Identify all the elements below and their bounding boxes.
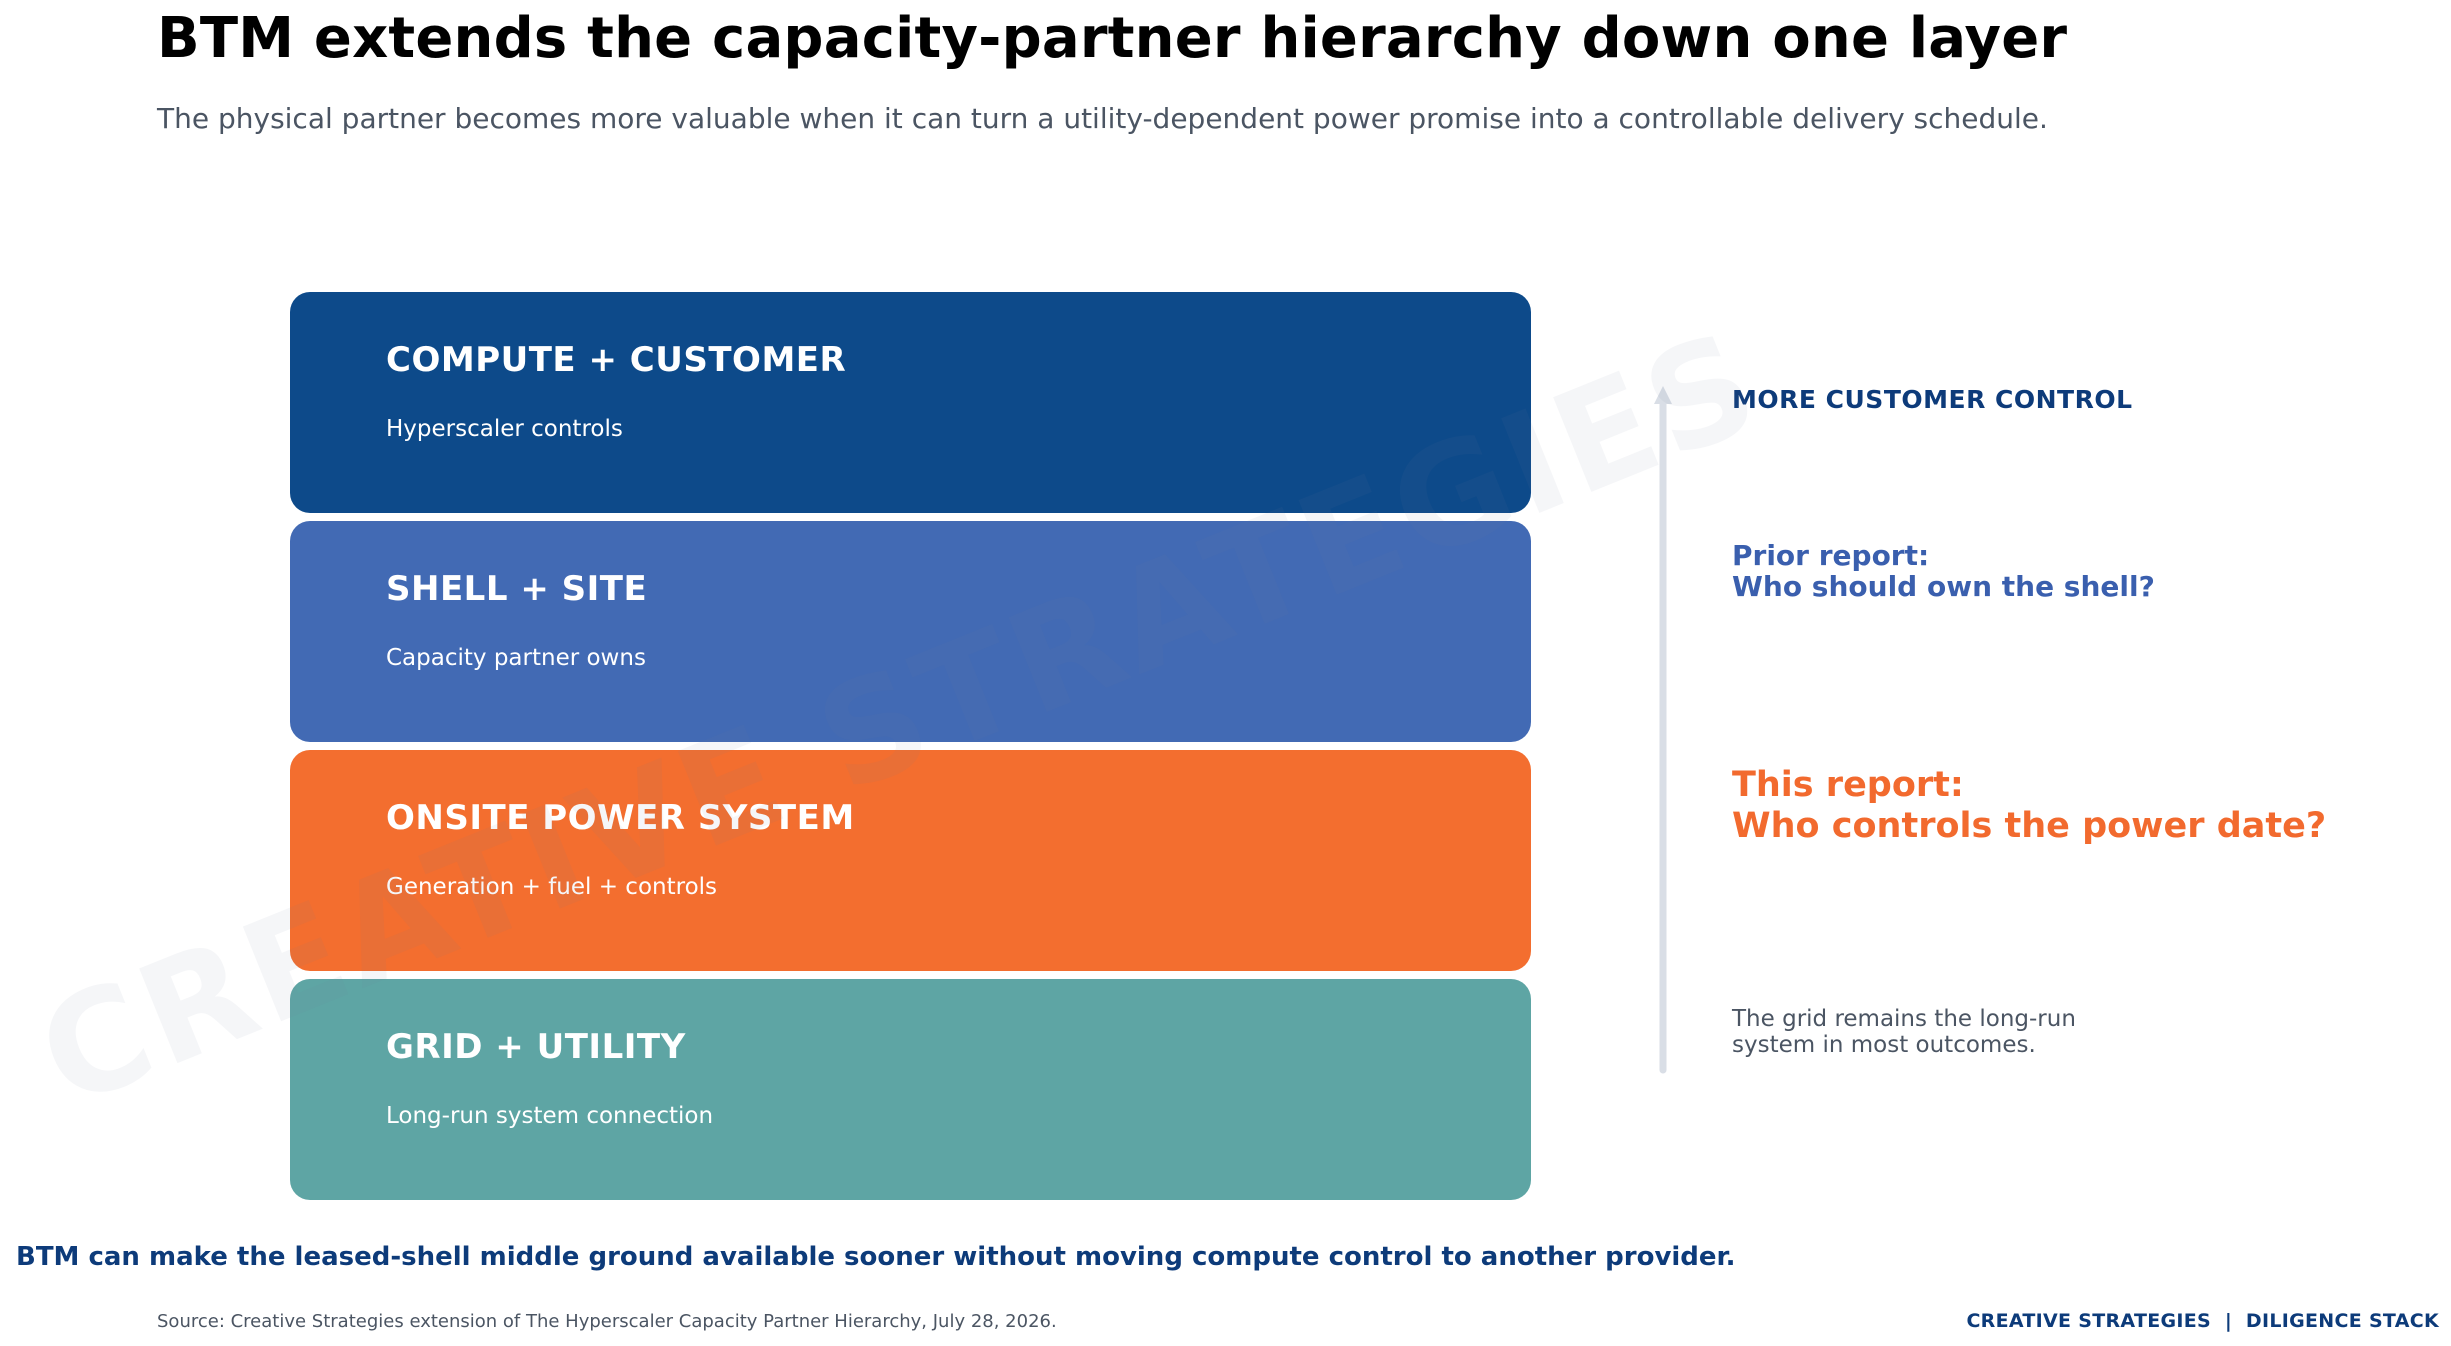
brand-label: CREATIVE STRATEGIES | DILIGENCE STACK [1966,1310,2439,1332]
prior-report-line2: Who should own the shell? [1732,570,2155,603]
page-subtitle: The physical partner becomes more valuab… [157,102,2048,135]
this-report-line1: This report: [1732,765,1964,805]
this-report-label: This report: Who controls the power date… [1732,765,2326,847]
grid-note-line2: system in most outcomes. [1732,1032,2036,1058]
arrow-head [1654,386,1672,404]
grid-note-line1: The grid remains the long-run [1732,1006,2076,1032]
layer-subtitle: Long-run system connection [386,1103,714,1129]
prior-report-line1: Prior report: [1732,539,1930,572]
layer-subtitle: Generation + fuel + controls [386,874,718,900]
layer-compute-customer: COMPUTE + CUSTOMER Hyperscaler controls [290,292,1531,513]
takeaway-text: BTM can make the leased-shell middle gro… [16,1242,1736,1272]
layer-onsite-power: ONSITE POWER SYSTEM Generation + fuel + … [290,750,1531,971]
layer-subtitle: Hyperscaler controls [386,416,623,442]
this-report-line2: Who controls the power date? [1732,806,2327,846]
page-title: BTM extends the capacity-partner hierarc… [157,6,2068,71]
layer-title: ONSITE POWER SYSTEM [386,798,855,838]
layer-title: GRID + UTILITY [386,1027,686,1067]
more-customer-control-label: MORE CUSTOMER CONTROL [1732,385,2133,414]
source-note: Source: Creative Strategies extension of… [157,1311,1057,1332]
layer-shell-site: SHELL + SITE Capacity partner owns [290,521,1531,742]
up-arrow-icon [1654,386,1672,1074]
layer-grid-utility: GRID + UTILITY Long-run system connectio… [290,979,1531,1200]
grid-note: The grid remains the long-run system in … [1732,1006,2076,1058]
layer-title: COMPUTE + CUSTOMER [386,340,847,380]
prior-report-label: Prior report: Who should own the shell? [1732,540,2155,602]
layer-title: SHELL + SITE [386,569,648,609]
layer-subtitle: Capacity partner owns [386,645,646,671]
